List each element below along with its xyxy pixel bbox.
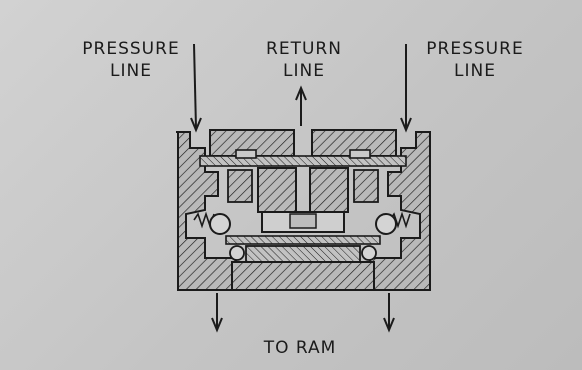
left-check-ball (209, 213, 231, 235)
lower-piston (245, 245, 361, 263)
pressure-line-left-label: PRESSURE LINE (66, 38, 196, 82)
pressure-left-line2: LINE (110, 61, 152, 81)
right-piston (309, 167, 349, 213)
pressure-right-arrowhead (400, 117, 412, 133)
lower-left-ball (229, 245, 245, 261)
upper-plate (199, 155, 407, 167)
base-block (231, 261, 375, 291)
pressure-right-line2: LINE (454, 61, 496, 81)
pressure-line-right-label: PRESSURE LINE (410, 38, 540, 82)
pressure-right-line1: PRESSURE (426, 39, 524, 59)
return-arrowhead (295, 85, 307, 101)
pressure-left-arrowhead (190, 117, 202, 133)
stem-core (289, 213, 317, 229)
left-housing (176, 131, 237, 291)
lower-right-ball (361, 245, 377, 261)
lower-plate (225, 235, 381, 245)
upper-left-port (235, 149, 257, 159)
to-ram-right-arrowhead (383, 317, 395, 333)
return-line1: RETURN (266, 39, 342, 59)
left-piston (257, 167, 297, 213)
right-check-ball (375, 213, 397, 235)
right-housing (369, 131, 431, 291)
upper-right-port (349, 149, 371, 159)
left-valve-seat (227, 169, 253, 203)
right-valve-seat (353, 169, 379, 203)
pressure-left-line1: PRESSURE (82, 39, 180, 59)
return-line-label: RETURN LINE (252, 38, 356, 82)
to-ram-left-arrowhead (211, 317, 223, 333)
pressure-left-arrow (193, 43, 197, 129)
right-spring (389, 211, 411, 229)
to-ram-label: TO RAM (263, 338, 337, 358)
return-line2: LINE (283, 61, 325, 81)
